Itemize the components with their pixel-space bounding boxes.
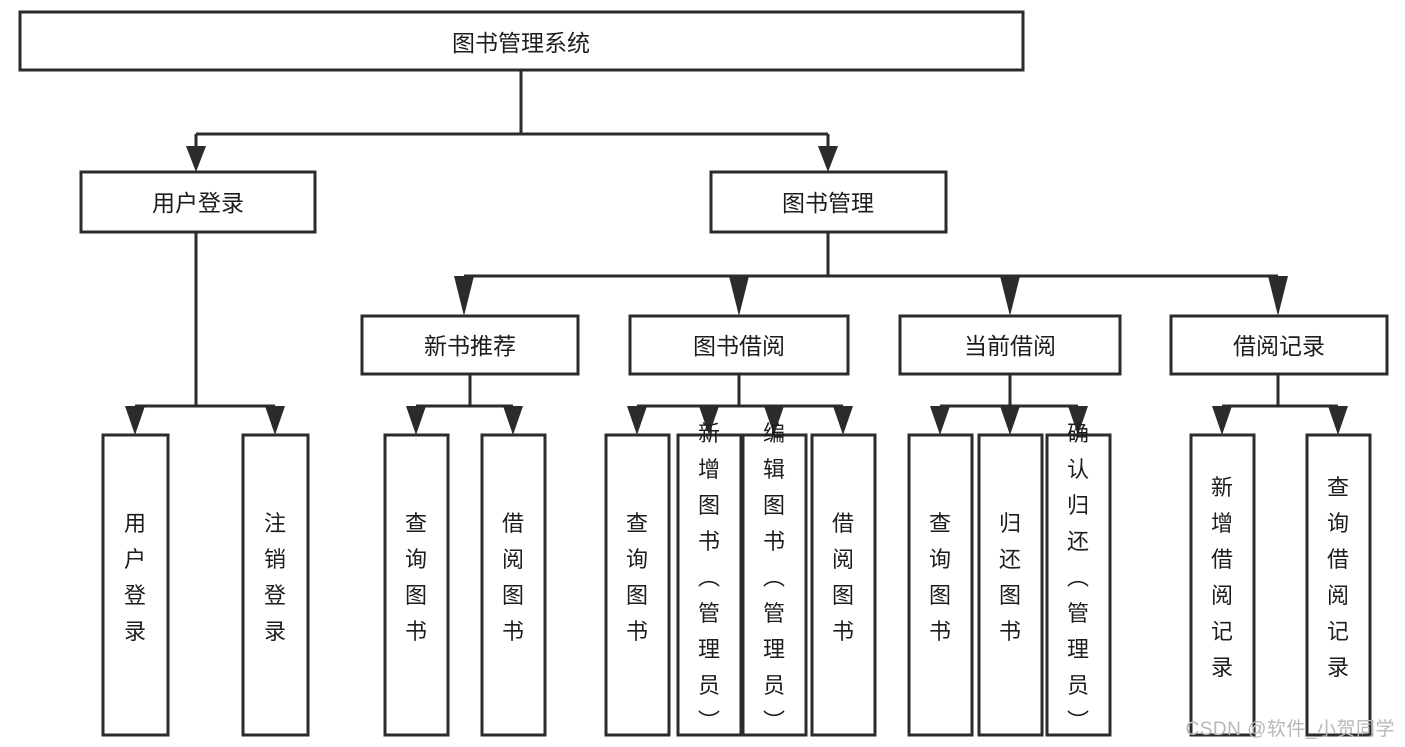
node-leaf-add-record-label: 新增借阅记录 — [1211, 475, 1233, 680]
node-newbook[interactable]: 新书推荐 — [360, 314, 580, 376]
arrow-root-to-bookmgmt — [818, 146, 838, 172]
arrow-borrow-leaf3 — [764, 406, 784, 435]
node-leaf-confirm-return-box[interactable] — [1045, 433, 1112, 737]
node-newbook-box[interactable] — [360, 314, 580, 376]
node-leaf-user-logout-box[interactable] — [241, 433, 310, 737]
node-leaf-query-book-2-label: 查询图书 — [626, 511, 648, 644]
arrow-bookmgmt-records — [1268, 276, 1288, 316]
node-leaf-query-book-1-label: 查询图书 — [405, 511, 427, 644]
node-leaf-return-book-box[interactable] — [977, 433, 1044, 737]
node-borrow-box[interactable] — [628, 314, 850, 376]
node-leaf-query-book-3[interactable]: 查询图书 — [907, 433, 974, 737]
node-root-label: 图书管理系统 — [452, 30, 590, 56]
node-leaf-borrow-book-1[interactable]: 借阅图书 — [480, 433, 547, 737]
node-leaf-borrow-book-2-label: 借阅图书 — [832, 511, 854, 644]
node-leaf-borrow-book-1-box[interactable] — [480, 433, 547, 737]
node-bookmgmt-label: 图书管理 — [782, 190, 874, 216]
node-leaf-borrow-book-2[interactable]: 借阅图书 — [810, 433, 877, 737]
arrow-current-leaf3 — [1068, 406, 1088, 435]
arrow-root-to-login — [186, 146, 206, 172]
arrow-bookmgmt-borrow — [729, 276, 749, 316]
node-leaf-query-book-3-box[interactable] — [907, 433, 974, 737]
node-leaf-user-login-label: 用户登录 — [124, 511, 146, 644]
node-leaf-query-book-2-box[interactable] — [604, 433, 671, 737]
node-leaf-query-book-2[interactable]: 查询图书 — [604, 433, 671, 737]
node-bookmgmt[interactable]: 图书管理 — [709, 170, 948, 234]
node-bookmgmt-box[interactable] — [709, 170, 948, 234]
node-root[interactable]: 图书管理系统 — [18, 10, 1025, 72]
node-leaf-query-record-label: 查询借阅记录 — [1327, 475, 1349, 680]
node-leaf-edit-book[interactable]: 编辑图书︵管理员︶ — [741, 421, 808, 737]
node-borrow-label: 图书借阅 — [693, 333, 785, 359]
arrow-newbook-leaf2 — [503, 406, 523, 435]
node-leaf-query-book-3-label: 查询图书 — [929, 511, 951, 644]
node-leaf-edit-book-box[interactable] — [741, 433, 808, 737]
node-leaf-query-book-1-box[interactable] — [383, 433, 450, 737]
node-borrow[interactable]: 图书借阅 — [628, 314, 850, 376]
node-root-box[interactable] — [18, 10, 1025, 72]
arrow-records-leaf2 — [1328, 406, 1348, 435]
csdn-watermark: CSDN @软件_小贺同学 — [1185, 719, 1395, 740]
node-login-box[interactable] — [79, 170, 317, 234]
arrow-borrow-leaf2 — [699, 406, 719, 435]
node-leaf-query-record[interactable]: 查询借阅记录 — [1305, 433, 1372, 737]
node-current-box[interactable] — [898, 314, 1122, 376]
node-leaf-query-record-box[interactable] — [1305, 433, 1372, 737]
node-leaf-query-book-1[interactable]: 查询图书 — [383, 433, 450, 737]
node-leaf-user-logout-label: 注销登录 — [264, 511, 286, 644]
node-leaf-add-record[interactable]: 新增借阅记录 — [1189, 433, 1256, 737]
node-leaf-borrow-book-2-box[interactable] — [810, 433, 877, 737]
node-leaf-return-book-label: 归还图书 — [999, 511, 1021, 644]
arrow-current-leaf1 — [930, 406, 950, 435]
node-login-label: 用户登录 — [152, 190, 244, 216]
node-leaf-confirm-return-label: 确认归还︵管理员︶ — [1067, 421, 1089, 734]
arrow-login-leaf1 — [125, 406, 145, 435]
edges-layer — [125, 70, 1348, 435]
arrow-current-leaf2 — [1000, 406, 1020, 435]
node-leaf-borrow-book-1-label: 借阅图书 — [502, 511, 524, 644]
node-records-box[interactable] — [1169, 314, 1389, 376]
node-records-label: 借阅记录 — [1233, 333, 1325, 359]
arrow-login-leaf2 — [265, 406, 285, 435]
node-leaf-confirm-return[interactable]: 确认归还︵管理员︶ — [1045, 421, 1112, 737]
node-leaf-return-book[interactable]: 归还图书 — [977, 433, 1044, 737]
arrow-bookmgmt-newbook — [454, 276, 474, 316]
node-leaf-add-book-label: 新增图书︵管理员︶ — [698, 421, 720, 734]
node-leaf-edit-book-label: 编辑图书︵管理员︶ — [763, 421, 785, 734]
node-leaf-user-logout[interactable]: 注销登录 — [241, 433, 310, 737]
node-current-label: 当前借阅 — [964, 333, 1056, 359]
node-records[interactable]: 借阅记录 — [1169, 314, 1389, 376]
node-leaf-user-login-box[interactable] — [101, 433, 170, 737]
arrow-borrow-leaf4 — [833, 406, 853, 435]
node-leaf-add-record-box[interactable] — [1189, 433, 1256, 737]
arrow-records-leaf1 — [1212, 406, 1232, 435]
node-leaf-add-book-box[interactable] — [676, 433, 743, 737]
node-leaf-user-login[interactable]: 用户登录 — [101, 433, 170, 737]
node-login[interactable]: 用户登录 — [79, 170, 317, 234]
arrow-bookmgmt-current — [1000, 276, 1020, 316]
node-newbook-label: 新书推荐 — [424, 333, 516, 359]
arrow-newbook-leaf1 — [406, 406, 426, 435]
node-current[interactable]: 当前借阅 — [898, 314, 1122, 376]
arrow-borrow-leaf1 — [627, 406, 647, 435]
node-leaf-add-book[interactable]: 新增图书︵管理员︶ — [676, 421, 743, 737]
